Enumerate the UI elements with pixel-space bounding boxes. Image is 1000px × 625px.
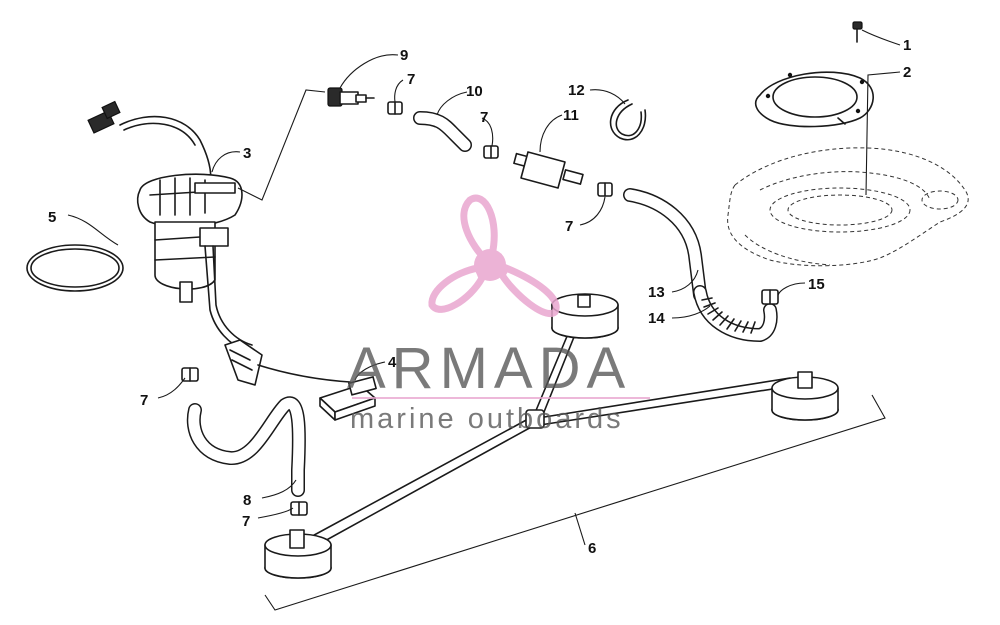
brand-tagline: marine outboards bbox=[350, 403, 624, 435]
corrugated-sleeve bbox=[693, 285, 778, 342]
callout-7: 7 bbox=[480, 109, 488, 126]
hose-clamp bbox=[181, 367, 199, 382]
callout-10: 10 bbox=[466, 83, 483, 100]
level-sensor-bracket bbox=[224, 339, 351, 386]
mounting-ring bbox=[754, 71, 874, 128]
callout-7: 7 bbox=[565, 218, 573, 235]
callout-9: 9 bbox=[400, 47, 408, 64]
callout-3: 3 bbox=[243, 145, 251, 162]
manifold-bracket bbox=[264, 394, 886, 611]
hose-cap bbox=[761, 289, 779, 305]
fuel-pump-assembly bbox=[87, 100, 253, 351]
hose-clamp bbox=[597, 182, 613, 197]
brand-watermark: ARMADA marine outboards bbox=[347, 194, 650, 435]
return-hose bbox=[623, 188, 707, 302]
callout-8: 8 bbox=[243, 492, 251, 509]
hose-clamp bbox=[387, 101, 403, 115]
hose-clamp bbox=[483, 145, 499, 159]
supply-line-leader bbox=[237, 89, 326, 201]
callout-15: 15 bbox=[808, 276, 825, 293]
callout-4: 4 bbox=[388, 354, 397, 371]
inline-fuel-filter bbox=[513, 151, 584, 189]
callout-5: 5 bbox=[48, 209, 56, 226]
callout-11: 11 bbox=[563, 107, 579, 124]
callout-7: 7 bbox=[140, 392, 148, 409]
hose-clamp bbox=[290, 501, 308, 516]
screw bbox=[852, 21, 863, 43]
pickup-manifold bbox=[264, 293, 839, 579]
propeller-logo bbox=[428, 194, 560, 317]
brand-name: ARMADA bbox=[347, 336, 631, 401]
callout-12: 12 bbox=[568, 82, 585, 99]
return-hose-u bbox=[186, 396, 306, 497]
callout-13: 13 bbox=[648, 284, 665, 301]
leader-lines bbox=[67, 29, 901, 546]
fuel-tank-outline bbox=[727, 147, 969, 267]
callout-2: 2 bbox=[903, 64, 911, 81]
callout-14: 14 bbox=[648, 310, 665, 327]
short-fuel-hose bbox=[413, 111, 472, 152]
quick-connector bbox=[327, 87, 375, 107]
spring-clip bbox=[609, 99, 647, 141]
callout-1: 1 bbox=[903, 37, 911, 54]
sensor-module bbox=[319, 376, 377, 421]
callout-6: 6 bbox=[588, 540, 596, 557]
callout-labels: 1 2 3 4 5 6 7 7 7 7 7 8 9 10 11 12 13 14… bbox=[48, 37, 911, 557]
callout-7: 7 bbox=[242, 513, 250, 530]
callout-7: 7 bbox=[407, 71, 415, 88]
o-ring-gasket bbox=[26, 244, 124, 292]
